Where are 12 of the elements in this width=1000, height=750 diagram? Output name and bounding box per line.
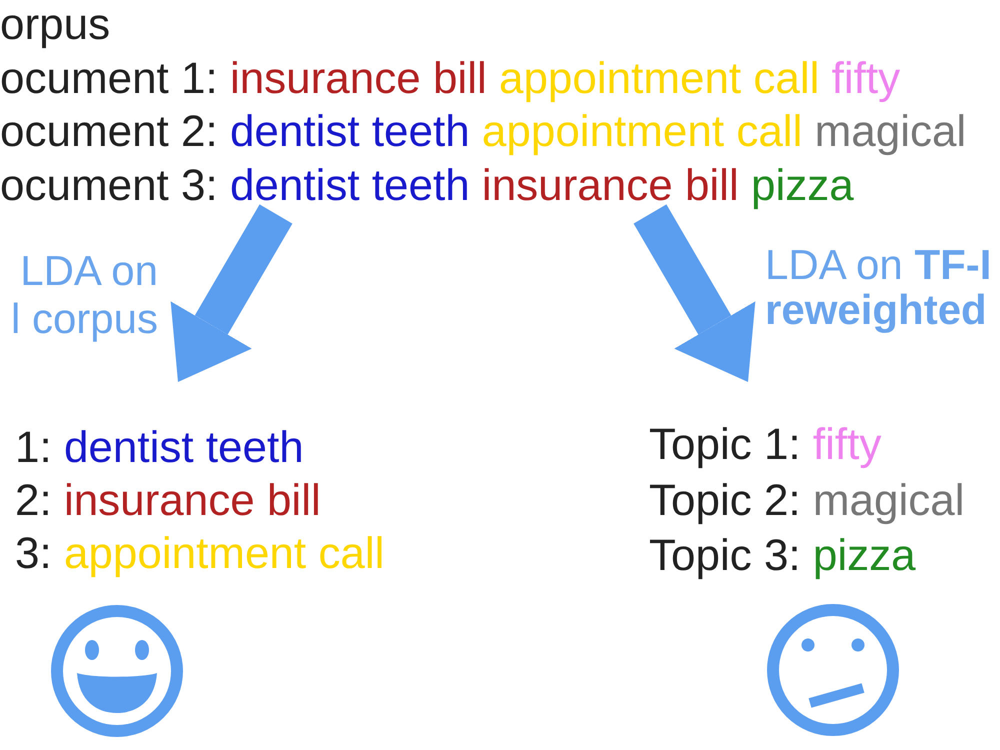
topic-line: 1: dentist teeth <box>15 422 304 474</box>
topic-line: Topic 1: fifty <box>649 419 882 471</box>
document-line: ocument 2: dentist teeth appointment call magical <box>0 106 966 158</box>
corpus-heading: orpus <box>0 0 110 51</box>
topic-line: Topic 3: pizza <box>649 530 916 582</box>
topic-line: 2: insurance bill <box>15 474 321 526</box>
edge-label: LDA on l corpus <box>10 247 158 343</box>
document-line: ocument 1: insurance bill appointment call fifty <box>0 52 900 104</box>
topic-line: Topic 2: magical <box>649 474 965 526</box>
edge-label: LDA on TF-I reweighted <box>765 242 992 332</box>
document-line: ocument 3: dentist teeth insurance bill pizza <box>0 160 854 212</box>
topic-line: 3: appointment call <box>15 528 384 580</box>
